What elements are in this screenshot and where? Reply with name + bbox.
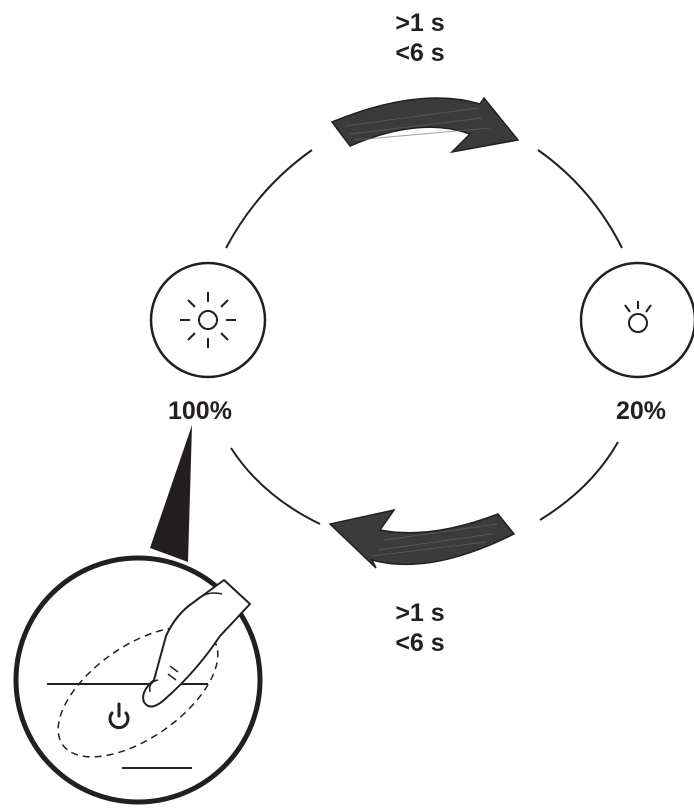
arc-top-left <box>225 149 313 249</box>
cycle-bottom-max: <6 s <box>395 629 445 657</box>
state-dim-indicator <box>579 261 694 379</box>
arc-bottom-left <box>230 447 321 525</box>
arc-bottom-right <box>539 441 619 521</box>
state-dim-label: 20% <box>616 397 667 425</box>
arc-top-right <box>537 149 623 249</box>
dim-bulb-icon <box>624 301 652 333</box>
cycle-bottom-timing: >1 s <6 s <box>360 598 480 658</box>
state-full-indicator <box>149 261 267 379</box>
arrow-backward <box>328 508 516 569</box>
arrow-forward <box>330 96 520 154</box>
state-full-label: 100% <box>168 397 232 425</box>
power-icon <box>108 702 130 730</box>
bright-sun-icon <box>180 292 236 348</box>
inset-detail <box>13 555 263 805</box>
cycle-top-timing: >1 s <6 s <box>360 8 480 68</box>
finger-press-icon <box>142 579 251 708</box>
callout-pointer <box>150 425 192 562</box>
cycle-top-min: >1 s <box>395 9 445 37</box>
cycle-top-max: <6 s <box>395 39 445 67</box>
cycle-bottom-min: >1 s <box>395 599 445 627</box>
cycle-track <box>225 149 623 525</box>
